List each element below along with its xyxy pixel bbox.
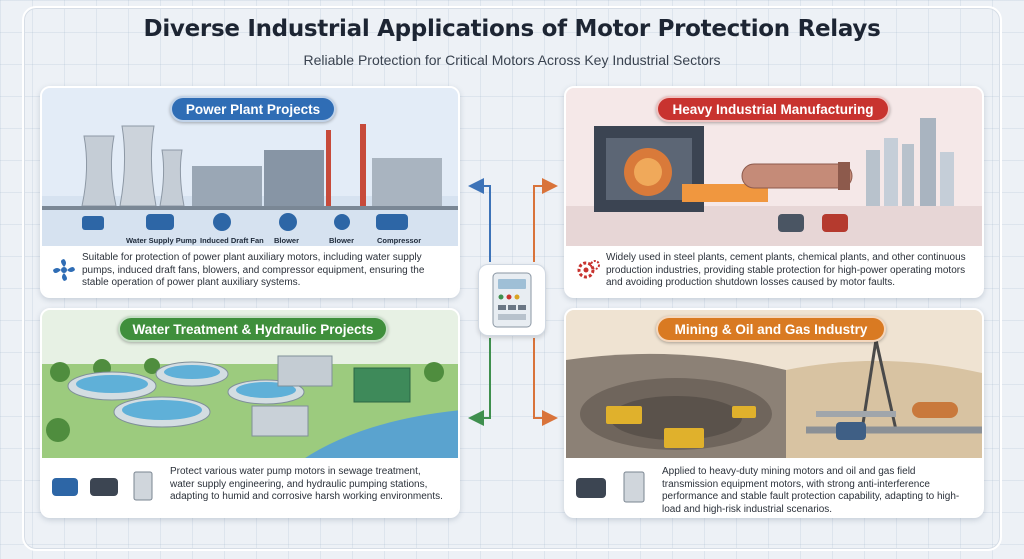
- power-plant-title: Power Plant Projects: [170, 96, 336, 122]
- mining-oil-gas-illustration: [566, 310, 982, 460]
- equipment-label: Blower: [329, 236, 355, 245]
- fan-icon: [53, 259, 75, 281]
- outer-frame: [22, 6, 1002, 551]
- panel-power-plant: Power Plant Projects Water Supply Pump I…: [40, 86, 460, 298]
- heavy-industrial-title: Heavy Industrial Manufacturing: [656, 96, 890, 122]
- mining-oil-gas-title: Mining & Oil and Gas Industry: [656, 316, 886, 342]
- water-treatment-description: Protect various water pump motors in sew…: [170, 466, 443, 502]
- power-plant-illustration: [42, 88, 458, 248]
- gears-icon: [577, 260, 600, 279]
- arrow-to-heavy: [533, 178, 558, 262]
- pump-motor-panel-icons: [52, 471, 153, 501]
- page-subtitle: Reliable Protection for Critical Motors …: [303, 52, 721, 68]
- mining-oil-gas-description: Applied to heavy-duty mining motors and …: [662, 466, 960, 515]
- water-treatment-illustration: [42, 310, 458, 460]
- equipment-label: Induced Draft Fan: [200, 236, 264, 245]
- arrow-to-power: [468, 178, 491, 262]
- panel-water-treatment: Water Treatment & Hydraulic Projects Pro…: [40, 308, 460, 518]
- equipment-label: Water Supply Pump: [126, 236, 197, 245]
- arrow-to-water: [468, 338, 491, 426]
- heavy-industrial-description: Widely used in steel plants, cement plan…: [606, 252, 966, 288]
- heavy-industrial-description-box: Widely used in steel plants, cement plan…: [566, 246, 982, 296]
- arrow-to-mining: [533, 338, 558, 426]
- equipment-label: Blower: [274, 236, 300, 245]
- power-plant-description: Suitable for protection of power plant a…: [82, 252, 425, 288]
- water-treatment-description-box: Protect various water pump motors in sew…: [42, 458, 458, 516]
- motor-panel-icons: [576, 471, 645, 503]
- page-title: Diverse Industrial Applications of Motor…: [143, 16, 881, 42]
- motor-protection-relay: [478, 264, 546, 336]
- equipment-label: Compressor: [377, 236, 422, 245]
- panel-mining-oil-gas: Mining & Oil and Gas Industry Applied to…: [564, 308, 984, 518]
- power-plant-description-box: Suitable for protection of power plant a…: [42, 246, 458, 296]
- mining-oil-gas-description-box: Applied to heavy-duty mining motors and …: [566, 458, 982, 516]
- water-treatment-title: Water Treatment & Hydraulic Projects: [118, 316, 388, 342]
- panel-heavy-industrial: Heavy Industrial Manufacturing Widely us…: [564, 86, 984, 298]
- relay-icon: [492, 272, 532, 328]
